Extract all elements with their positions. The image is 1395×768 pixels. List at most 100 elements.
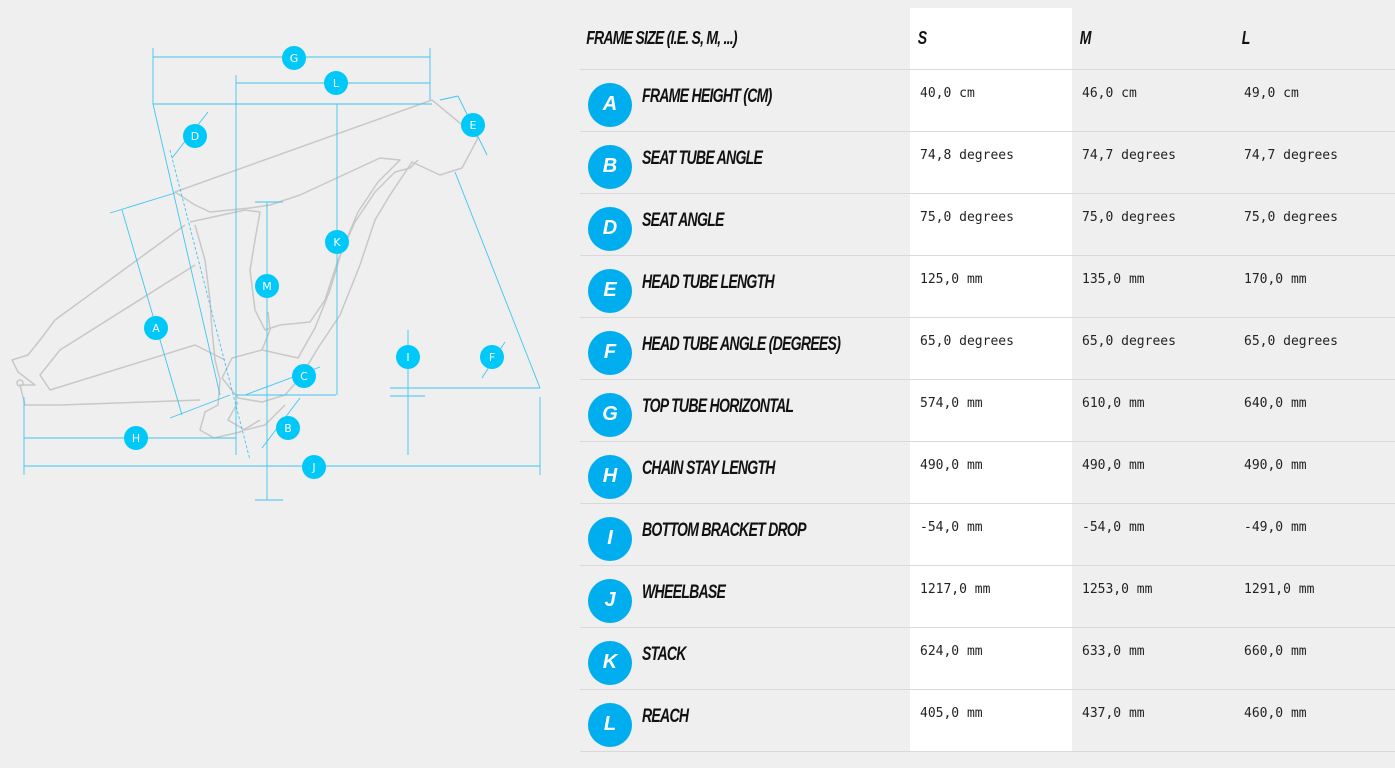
value-l: 1291,0 mm	[1244, 582, 1315, 597]
value-m: 65,0 degrees	[1082, 334, 1176, 349]
value-s: 40,0 cm	[920, 86, 975, 101]
value-s: 74,8 degrees	[920, 148, 1014, 163]
value-l: 65,0 degrees	[1244, 334, 1338, 349]
marker-f: F	[480, 345, 504, 369]
header-frame-size: FRAME SIZE (I.E. S, M, ...)	[580, 8, 910, 70]
svg-text:J: J	[311, 461, 315, 474]
letter-badge: I	[588, 516, 632, 561]
metric-label: HEAD TUBE LENGTH	[642, 271, 775, 293]
metric-label: WHEELBASE	[642, 581, 726, 603]
value-m: 490,0 mm	[1082, 458, 1145, 473]
marker-k: K	[325, 230, 349, 254]
metric-label: SEAT ANGLE	[642, 209, 724, 231]
value-m: -54,0 mm	[1082, 520, 1145, 535]
value-l: 170,0 mm	[1244, 272, 1307, 287]
marker-e: E	[461, 113, 485, 137]
marker-m: M	[255, 274, 279, 298]
marker-l: L	[324, 71, 348, 95]
value-s: 624,0 mm	[920, 644, 983, 659]
letter-badge: B	[588, 144, 632, 189]
svg-text:L: L	[333, 77, 340, 90]
table-row: A FRAME HEIGHT (CM) 40,0 cm 46,0 cm 49,0 …	[580, 69, 1395, 132]
metric-label: FRAME HEIGHT (CM)	[642, 85, 772, 107]
value-m: 610,0 mm	[1082, 396, 1145, 411]
letter-badge: K	[588, 640, 632, 685]
table-row: I BOTTOM BRACKET DROP -54,0 mm -54,0 mm -…	[580, 503, 1395, 566]
svg-text:A: A	[152, 322, 160, 335]
metric-label: SEAT TUBE ANGLE	[642, 147, 763, 169]
svg-text:B: B	[284, 422, 292, 435]
svg-text:I: I	[406, 351, 409, 364]
dimension-lines	[23, 48, 541, 501]
value-l: 75,0 degrees	[1244, 210, 1338, 225]
metric-label: CHAIN STAY LENGTH	[642, 457, 775, 479]
metric-label: HEAD TUBE ANGLE (DEGREES)	[642, 333, 841, 355]
value-l: 640,0 mm	[1244, 396, 1307, 411]
letter-badge: J	[588, 578, 632, 623]
metric-label: BOTTOM BRACKET DROP	[642, 519, 807, 541]
metric-label: TOP TUBE HORIZONTAL	[642, 395, 794, 417]
value-m: 74,7 degrees	[1082, 148, 1176, 163]
table-row: K STACK 624,0 mm 633,0 mm 660,0 mm	[580, 627, 1395, 690]
value-l: 460,0 mm	[1244, 706, 1307, 721]
value-l: 490,0 mm	[1244, 458, 1307, 473]
marker-d: D	[183, 124, 207, 148]
letter-badge: D	[588, 206, 632, 251]
value-s: 1217,0 mm	[920, 582, 991, 597]
letter-badge: H	[588, 454, 632, 499]
header-size-m: M	[1072, 8, 1234, 70]
metric-label: STACK	[642, 643, 686, 665]
value-s: 490,0 mm	[920, 458, 983, 473]
value-m: 437,0 mm	[1082, 706, 1145, 721]
value-l: 660,0 mm	[1244, 644, 1307, 659]
marker-i: I	[396, 345, 420, 369]
marker-b: B	[276, 416, 300, 440]
geometry-table: FRAME SIZE (I.E. S, M, ...) S M L A FRAME…	[580, 8, 1395, 752]
letter-badge: F	[588, 330, 632, 375]
marker-a: A	[144, 316, 168, 340]
value-s: 574,0 mm	[920, 396, 983, 411]
marker-c: C	[292, 364, 316, 388]
bike-frame-outline	[11, 99, 479, 439]
svg-text:K: K	[333, 236, 341, 249]
header-size-l: L	[1234, 8, 1395, 70]
value-l: 49,0 cm	[1244, 86, 1299, 101]
value-m: 135,0 mm	[1082, 272, 1145, 287]
geometry-diagram: G L D E K M A I F C B H J	[11, 46, 541, 501]
value-l: -49,0 mm	[1244, 520, 1307, 535]
table-row: B SEAT TUBE ANGLE 74,8 degrees 74,7 degre…	[580, 131, 1395, 194]
dimension-markers: G L D E K M A I F C B H J	[124, 46, 504, 479]
svg-text:G: G	[290, 52, 299, 65]
svg-text:D: D	[191, 130, 199, 143]
svg-text:M: M	[262, 280, 272, 293]
svg-text:H: H	[132, 432, 140, 445]
value-m: 1253,0 mm	[1082, 582, 1153, 597]
value-s: 65,0 degrees	[920, 334, 1014, 349]
value-m: 75,0 degrees	[1082, 210, 1176, 225]
letter-badge: G	[588, 392, 632, 437]
table-row: G TOP TUBE HORIZONTAL 574,0 mm 610,0 mm 6…	[580, 379, 1395, 442]
svg-text:C: C	[300, 370, 308, 383]
header-size-s: S	[910, 8, 1072, 70]
svg-text:F: F	[489, 351, 495, 364]
svg-text:E: E	[470, 119, 477, 132]
value-m: 46,0 cm	[1082, 86, 1137, 101]
marker-j: J	[302, 455, 326, 479]
letter-badge: A	[588, 82, 632, 127]
table-row: H CHAIN STAY LENGTH 490,0 mm 490,0 mm 490…	[580, 441, 1395, 504]
value-s: -54,0 mm	[920, 520, 983, 535]
letter-badge: L	[588, 702, 632, 747]
value-s: 125,0 mm	[920, 272, 983, 287]
value-s: 405,0 mm	[920, 706, 983, 721]
value-m: 633,0 mm	[1082, 644, 1145, 659]
metric-label: REACH	[642, 705, 689, 727]
value-l: 74,7 degrees	[1244, 148, 1338, 163]
table-header-row: FRAME SIZE (I.E. S, M, ...) S M L	[580, 8, 1395, 70]
table-row: J WHEELBASE 1217,0 mm 1253,0 mm 1291,0 mm	[580, 565, 1395, 628]
marker-h: H	[124, 426, 148, 450]
table-row: L REACH 405,0 mm 437,0 mm 460,0 mm	[580, 689, 1395, 752]
marker-g: G	[282, 46, 306, 70]
